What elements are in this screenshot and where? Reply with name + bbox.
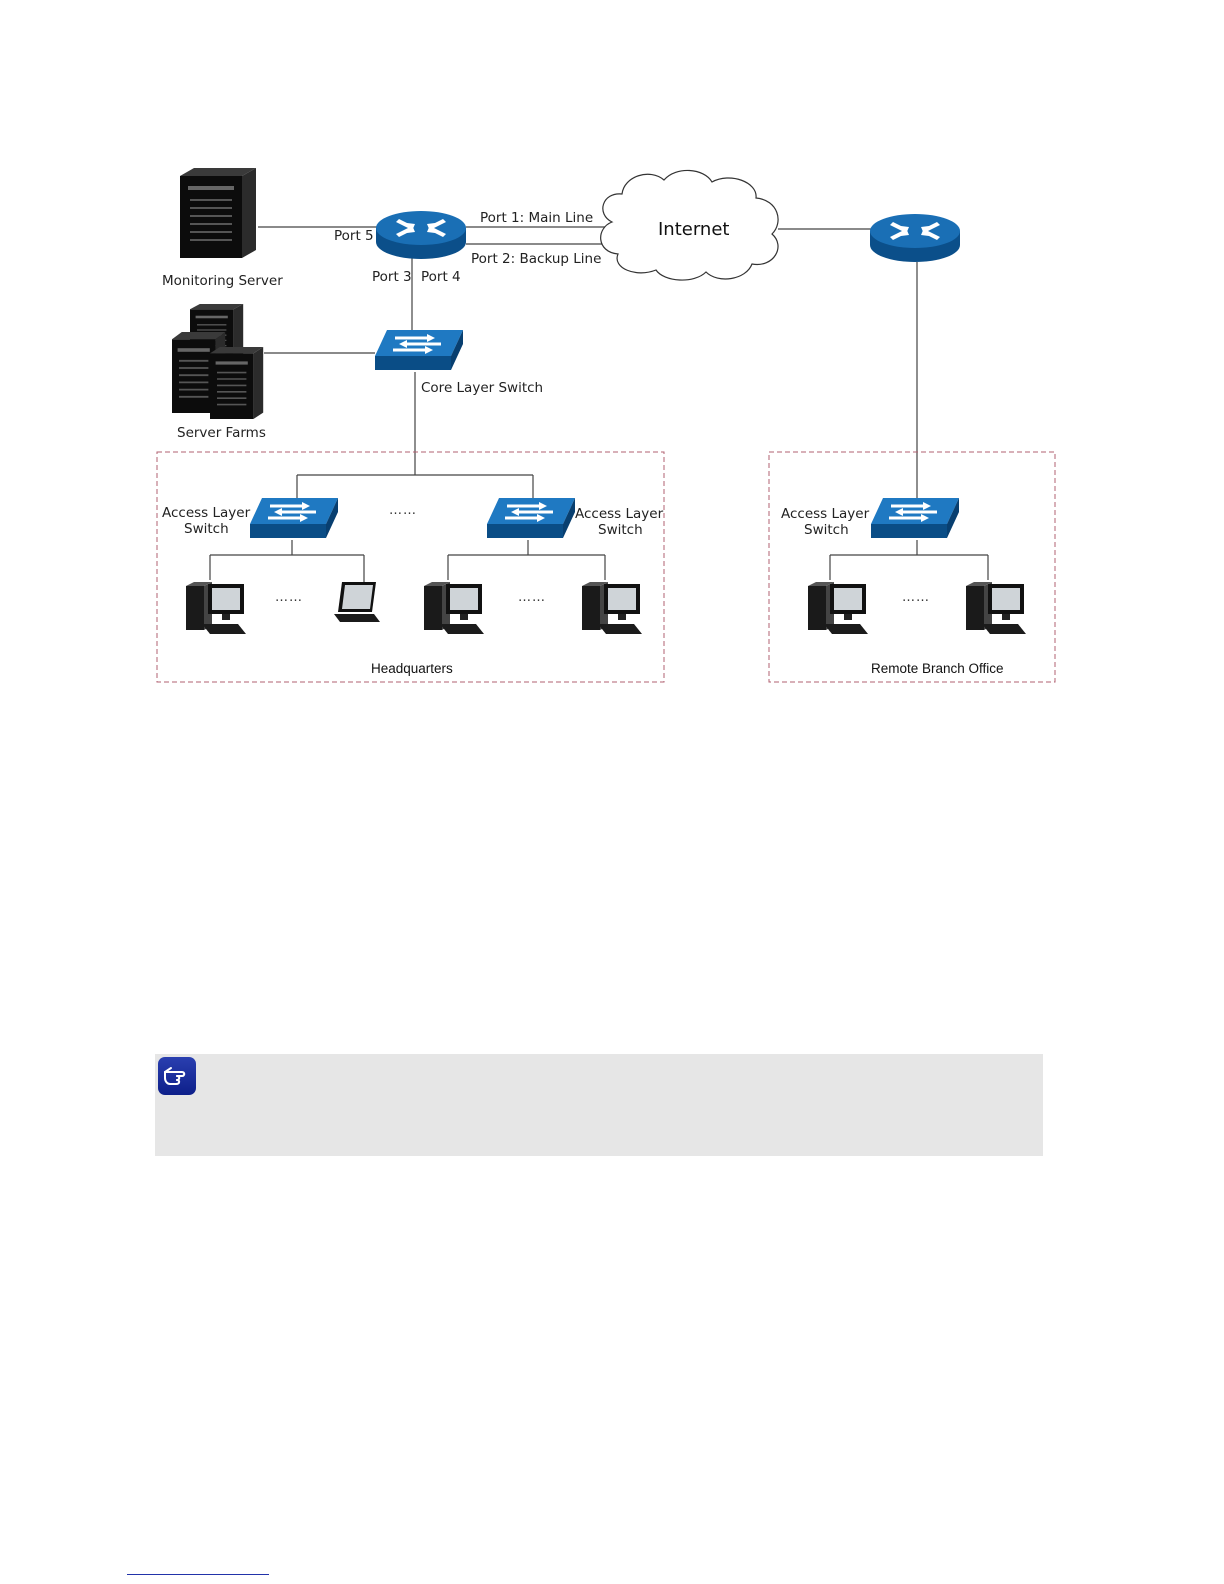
port3-label: Port 3 [372,269,412,285]
headquarters-region [157,452,664,682]
port1-label: Port 1: Main Line [480,210,593,226]
access-switch-label-left-2: Switch [184,521,229,537]
port4-label: Port 4 [421,269,461,285]
headquarters-label: Headquarters [371,661,453,676]
ellipsis-hq-right: …… [518,590,546,605]
pc-icon [808,582,868,634]
hq-router-icon [376,211,466,259]
internet-label: Internet [658,219,729,240]
access-switch-label-branch: Access Layer [781,506,870,522]
pointing-hand-icon [158,1057,196,1095]
access-switch-label-branch-2: Switch [804,522,849,538]
branch-router-icon [870,214,960,262]
pc-icon [582,582,642,634]
ellipsis-branch: …… [902,590,930,605]
access-switch-icon-branch [871,498,959,538]
access-switch-label-left: Access Layer [162,505,251,521]
monitoring-server-label: Monitoring Server [162,273,283,289]
port5-label: Port 5 [334,228,374,244]
server-farms-icon [172,304,263,419]
laptop-icon [334,582,380,622]
footnote-rule [127,1574,269,1575]
pc-icon [424,582,484,634]
hq-computers [186,582,642,634]
port2-label: Port 2: Backup Line [471,251,601,267]
core-switch-icon [375,330,463,370]
access-switch-label-right: Access Layer [575,506,664,522]
network-topology-diagram: Monitoring Server Server Farms Port 5 Po… [0,0,1224,700]
core-switch-label: Core Layer Switch [421,380,543,396]
access-switch-label-right-2: Switch [598,522,643,538]
monitoring-server-icon [180,168,256,258]
remote-branch-region [769,452,1055,682]
remote-branch-label: Remote Branch Office [871,661,1004,676]
pc-icon [966,582,1026,634]
ellipsis-switches: …… [389,503,417,518]
access-switch-icon-middle [487,498,575,538]
pc-icon [186,582,246,634]
ellipsis-hq-left: …… [275,590,303,605]
server-farms-label: Server Farms [177,425,266,441]
note-box [155,1054,1043,1156]
access-switch-icon-left [250,498,338,538]
